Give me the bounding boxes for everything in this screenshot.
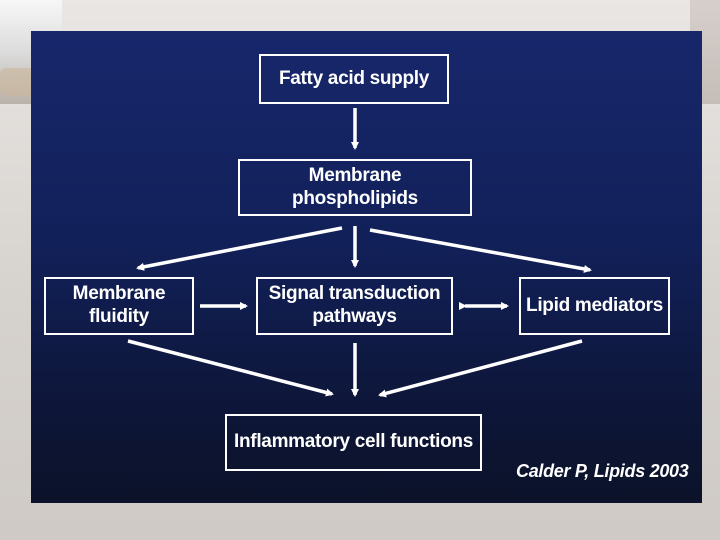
- arrow-mediators-to-inflammatory: [378, 339, 583, 398]
- arrow-fluidity-to-inflammatory: [127, 339, 334, 397]
- node-lipid-mediators: Lipid mediators: [519, 277, 670, 335]
- arrow-phospholipids-to-mediators: [369, 228, 592, 273]
- citation-text: Calder P, Lipids 2003: [516, 461, 689, 481]
- node-membrane-fluidity: Membrane fluidity: [44, 277, 194, 335]
- node-inflammatory-cell-functions: Inflammatory cell functions: [225, 414, 482, 471]
- arrow-phospholipids-to-fluidity: [136, 226, 343, 271]
- node-fatty-acid-supply: Fatty acid supply: [259, 54, 449, 104]
- node-membrane-phospholipids: Membrane phospholipids: [238, 159, 472, 216]
- node-signal-transduction: Signal transduction pathways: [256, 277, 453, 335]
